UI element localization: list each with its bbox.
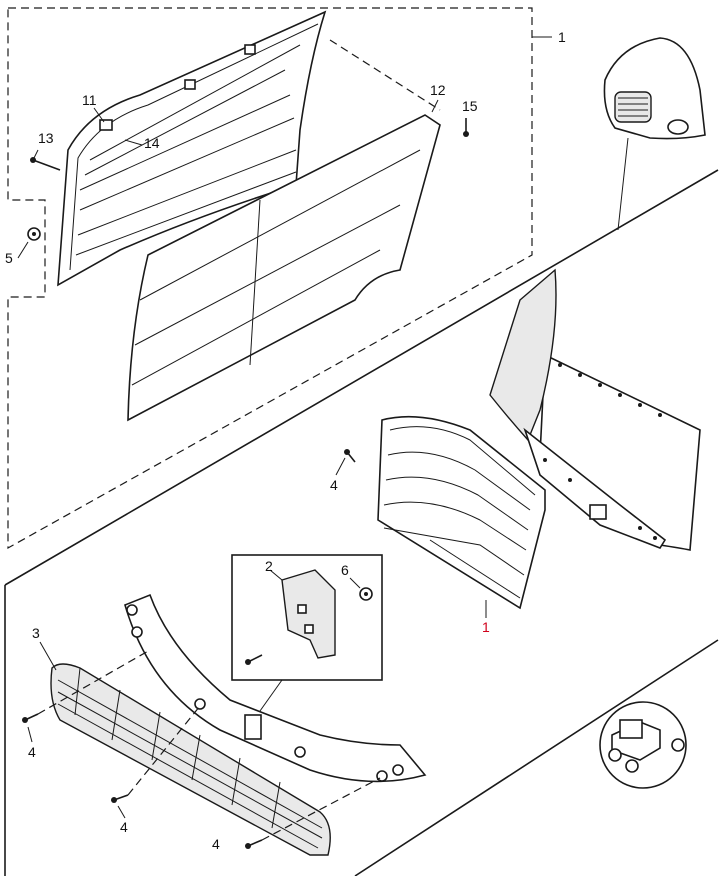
lower-mesh-grille-part-3 (50, 663, 331, 856)
callout-4-grille: 4 (330, 477, 338, 493)
callout-12: 12 (430, 82, 446, 98)
callout-4-lower-c: 4 (212, 836, 220, 852)
callout-15: 15 (462, 98, 478, 114)
assembly-boundary (4, 169, 719, 876)
screw-15 (463, 118, 469, 137)
screw-4-grille (344, 449, 356, 463)
screw-4-lower-c (245, 777, 381, 849)
callout-1-top: 1 (558, 29, 566, 45)
callout-2: 2 (265, 558, 273, 574)
callout-3: 3 (32, 625, 40, 641)
hood-side-panel (489, 268, 701, 551)
bumper-mount-bar (124, 593, 427, 783)
truck-icon (599, 701, 687, 789)
screw-13 (30, 157, 61, 171)
callout-5: 5 (5, 250, 13, 266)
bracket-detail-box (231, 554, 383, 719)
callout-13: 13 (38, 130, 54, 146)
grille-frame-exploded (57, 10, 327, 287)
nut-6 (359, 587, 373, 601)
callout-1-highlight: 1 (482, 619, 490, 635)
callout-11: 11 (82, 92, 97, 108)
grille-assembly-part-1 (377, 415, 546, 610)
callout-6: 6 (341, 562, 349, 578)
callout-4-lower-a: 4 (28, 744, 36, 760)
detail-boundary-dashed (7, 7, 552, 550)
callout-4-lower-b: 4 (120, 819, 128, 835)
callout-14: 14 (144, 135, 160, 151)
screw-4-lower-a (22, 649, 151, 723)
nut-5 (27, 227, 41, 241)
clip-11 (99, 119, 113, 131)
screw-4-lower-b (111, 705, 201, 803)
bolt-2 (245, 654, 263, 665)
truck-hood-thumbnail (603, 37, 706, 231)
grille-mesh-screen (127, 114, 441, 422)
